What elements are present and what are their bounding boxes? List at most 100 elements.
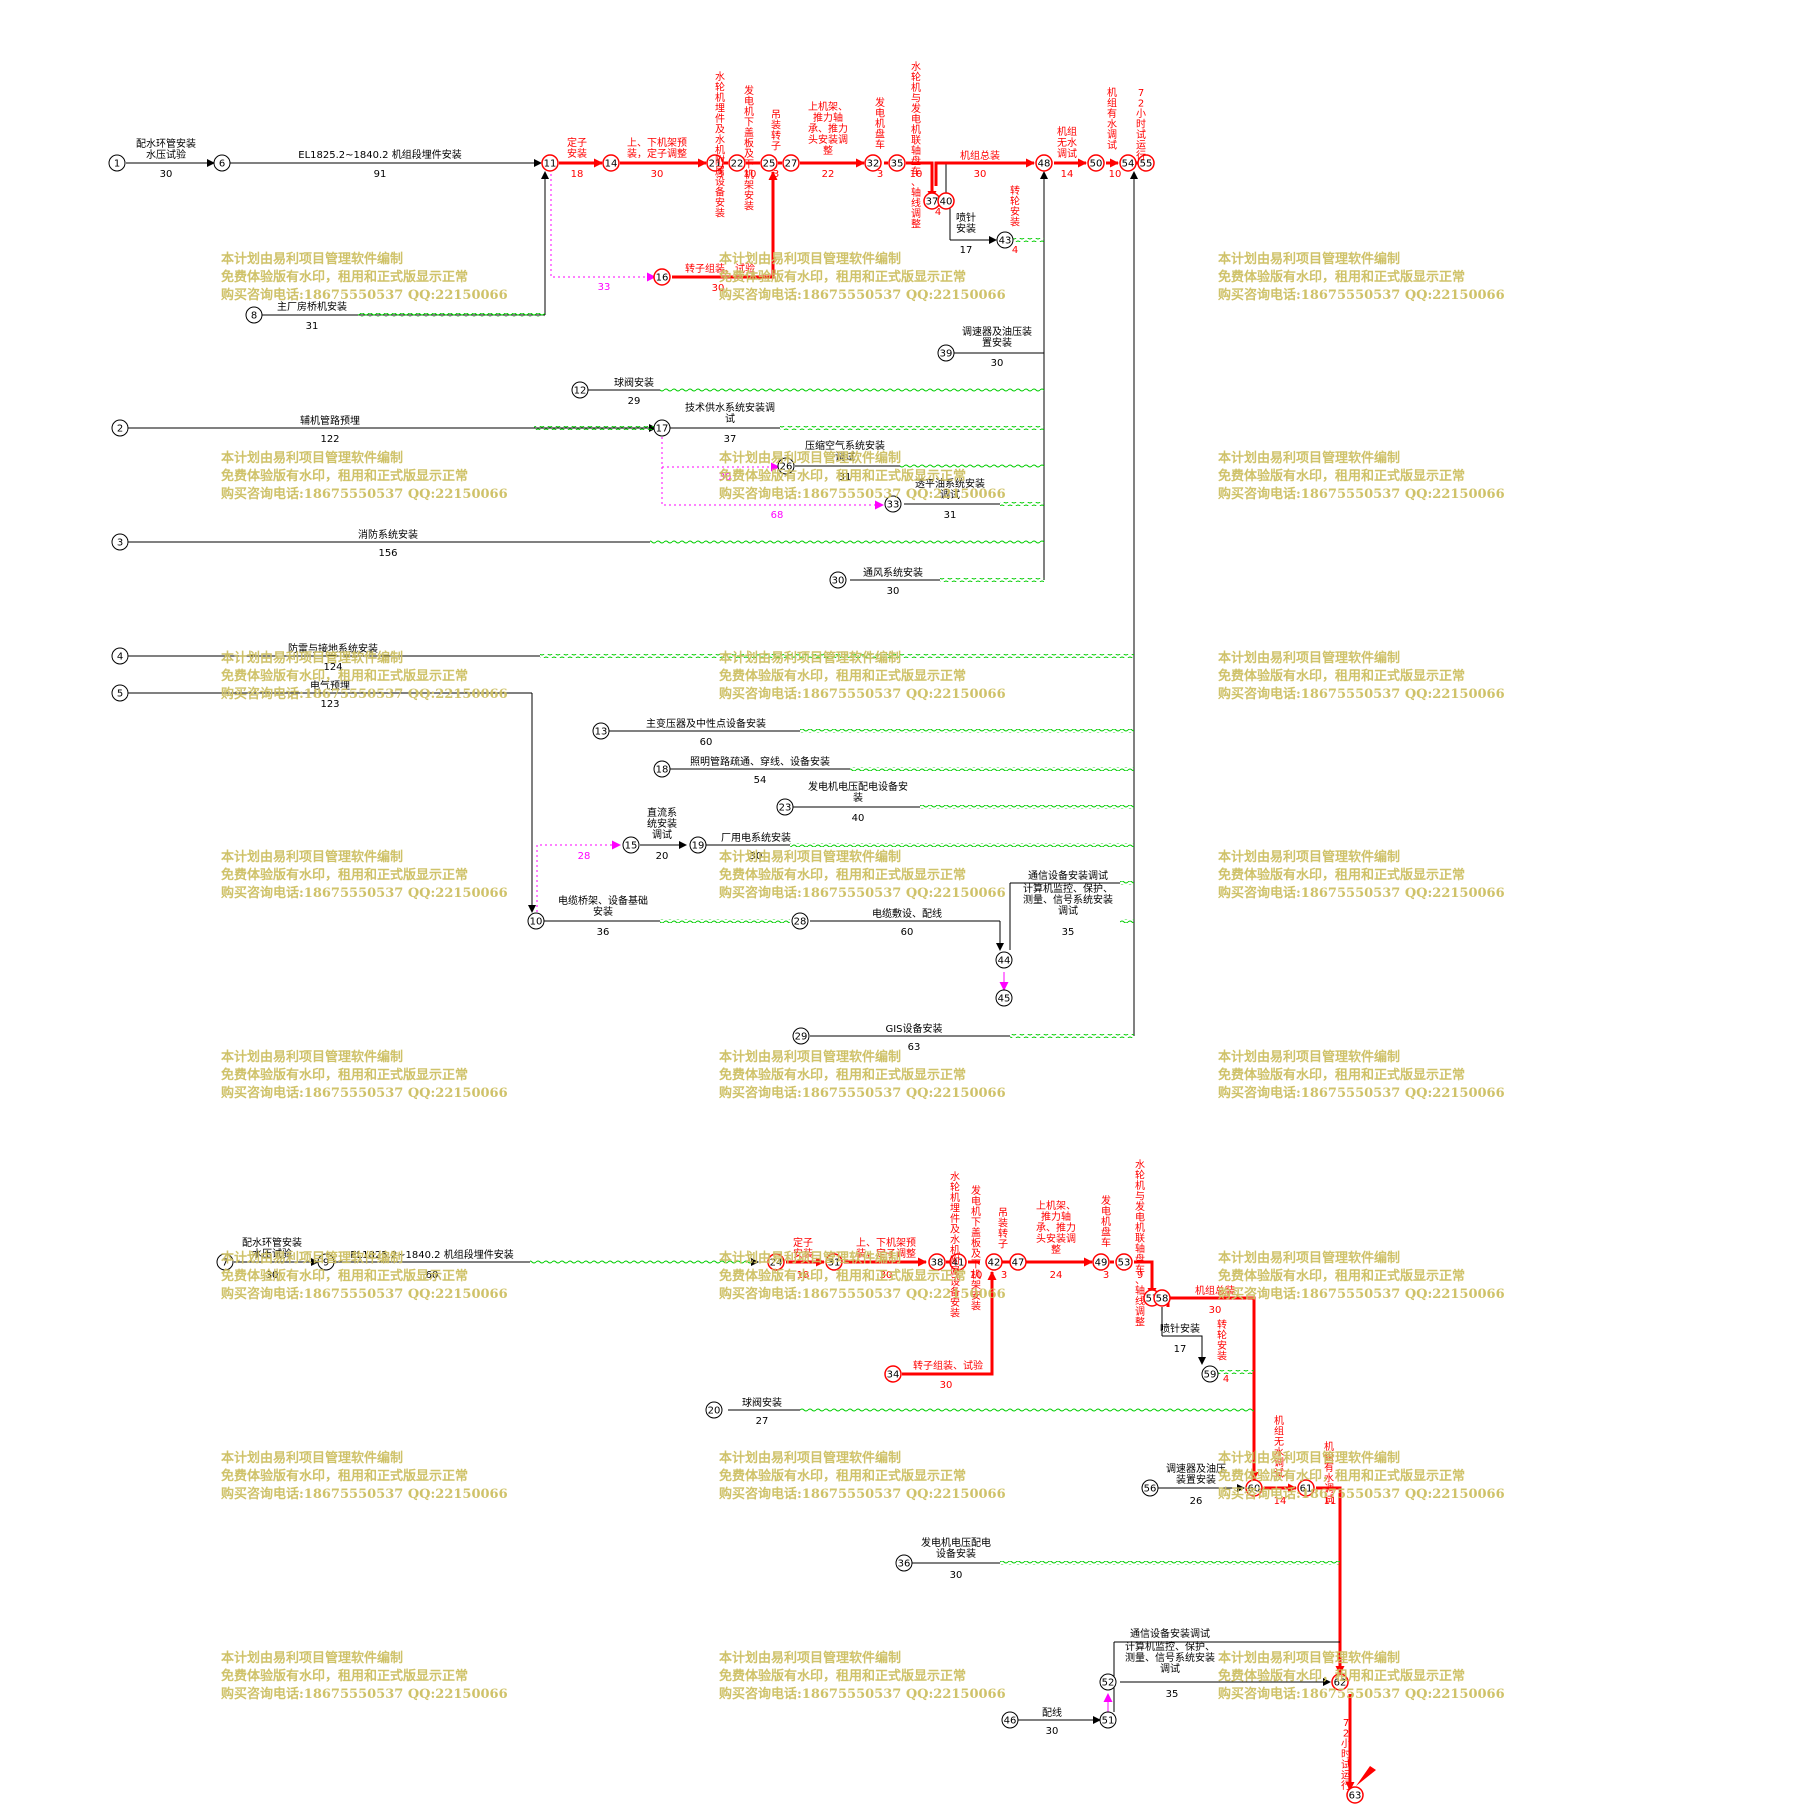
activity-label: 球阀安装	[742, 1396, 782, 1409]
node-58: 58	[1153, 1289, 1171, 1307]
node-number: 18	[656, 765, 669, 776]
bottom-network-lines	[234, 1257, 1376, 1791]
activity-label: 装，定子调整	[627, 147, 687, 160]
activity-label: 推力轴	[813, 111, 843, 124]
activity-duration: 10	[744, 169, 757, 180]
node-22: 22	[728, 154, 746, 172]
node-number: 38	[931, 1258, 944, 1269]
vertical-activity-label: 发电机下盖板及下机架安装	[971, 1184, 981, 1313]
node-51: 51	[1099, 1711, 1117, 1729]
node-circle	[1099, 1673, 1117, 1691]
node-number: 9	[323, 1258, 329, 1269]
activity-duration: 17	[960, 245, 973, 256]
node-number: 30	[832, 576, 845, 587]
activity-label: 喷针安装	[1160, 1322, 1200, 1335]
activity-duration: 63	[908, 1042, 921, 1053]
node-number: 25	[763, 159, 776, 170]
activity-duration: 33	[598, 282, 611, 293]
activity-duration: 22	[822, 169, 835, 180]
node-number: 46	[1004, 1716, 1017, 1727]
activity-label: 上、下机架预	[627, 136, 687, 149]
node-circle	[1346, 1786, 1364, 1804]
node-number: 37	[926, 197, 939, 208]
activity-label: 水压试验	[146, 148, 186, 161]
activity-duration: 30	[266, 1270, 279, 1281]
activity-duration: 9	[1137, 1270, 1143, 1281]
activity-duration: 3	[1001, 1270, 1007, 1281]
activity-label: 电缆桥架、设备基础	[558, 894, 648, 907]
node-10: 10	[527, 912, 545, 930]
node-number: 1	[114, 159, 120, 170]
node-number: 63	[1349, 1791, 1362, 1802]
activity-label: 转子组装、试验	[913, 1359, 983, 1372]
node-circle	[1331, 1673, 1349, 1691]
node-40: 40	[937, 192, 955, 210]
node-circle	[653, 419, 671, 437]
activity-label: 上机架、	[808, 100, 848, 113]
activity-duration: 30	[950, 1570, 963, 1581]
activity-duration: 30	[1209, 1305, 1222, 1316]
activity-label: 设备安装	[936, 1547, 976, 1560]
activity-label: 透平油系统安装	[915, 477, 985, 490]
activity-duration: 4	[1223, 1374, 1229, 1385]
node-number: 39	[940, 349, 953, 360]
node-61: 61	[1297, 1479, 1315, 1497]
node-48: 48	[1035, 154, 1053, 172]
node-number: 5	[117, 689, 123, 700]
activity-label: 安装	[956, 222, 976, 235]
activity-duration: 91	[374, 169, 387, 180]
node-number: 6	[219, 159, 225, 170]
activity-label: 辅机管路预埋	[300, 414, 360, 427]
activity-label: 通信设备安装调试	[1130, 1627, 1210, 1640]
node-20: 20	[705, 1401, 723, 1419]
node-circle	[1115, 1253, 1133, 1271]
node-number: 23	[779, 803, 792, 814]
node-circle	[937, 344, 955, 362]
node-circle	[884, 495, 902, 513]
node-circle	[884, 1365, 902, 1383]
node-18: 18	[653, 760, 671, 778]
activity-label: 机组总装	[1195, 1284, 1235, 1297]
node-number: 29	[795, 1032, 808, 1043]
activity-label: 安装	[567, 147, 587, 160]
vertical-activity-label: 发电机盘车	[1101, 1194, 1111, 1249]
vertical-activity-label: 吊装转子	[998, 1207, 1008, 1251]
activity-label: 调试	[652, 828, 672, 841]
node-circle	[1009, 1253, 1027, 1271]
node-number: 36	[898, 1559, 911, 1570]
activity-duration: 37	[724, 434, 737, 445]
labels: 配水环管安装 水压试验 30 EL1825.2~1840.2 机组段埋件安装 9…	[136, 100, 1336, 1737]
node-21: 21	[706, 154, 724, 172]
top-network-lines	[126, 158, 1142, 1038]
activity-duration: 27	[756, 1416, 769, 1427]
node-number: 51	[1102, 1716, 1115, 1727]
node-circle	[888, 154, 906, 172]
node-circle	[1201, 1365, 1219, 1383]
activity-label: 发电机电压配电设备安	[808, 780, 908, 793]
activity-label: 装	[853, 791, 863, 804]
node-number: 44	[998, 956, 1011, 967]
activity-label: 调试	[940, 488, 960, 501]
activity-label: 测量、信号系统安装	[1125, 1651, 1215, 1664]
node-circle	[767, 1253, 785, 1271]
node-37: 37	[923, 192, 941, 210]
node-circle	[653, 268, 671, 286]
activity-label: 定子	[793, 1236, 813, 1249]
node-circle	[1141, 1479, 1159, 1497]
node-24: 24	[767, 1253, 785, 1271]
activity-duration: 30	[651, 169, 664, 180]
node-63: 63	[1346, 1786, 1364, 1804]
node-circle	[864, 154, 882, 172]
node-number: 59	[1204, 1370, 1217, 1381]
node-circle	[706, 154, 724, 172]
node-circle	[829, 571, 847, 589]
activity-duration: 30	[880, 1270, 893, 1281]
activity-duration: 30	[719, 472, 732, 483]
activity-duration: 28	[578, 851, 591, 862]
node-28: 28	[791, 912, 809, 930]
node-circle	[216, 1253, 234, 1271]
node-number: 50	[1090, 159, 1103, 170]
node-60: 60	[1245, 1479, 1263, 1497]
node-circle	[995, 989, 1013, 1007]
activity-label: 安装	[593, 905, 613, 918]
